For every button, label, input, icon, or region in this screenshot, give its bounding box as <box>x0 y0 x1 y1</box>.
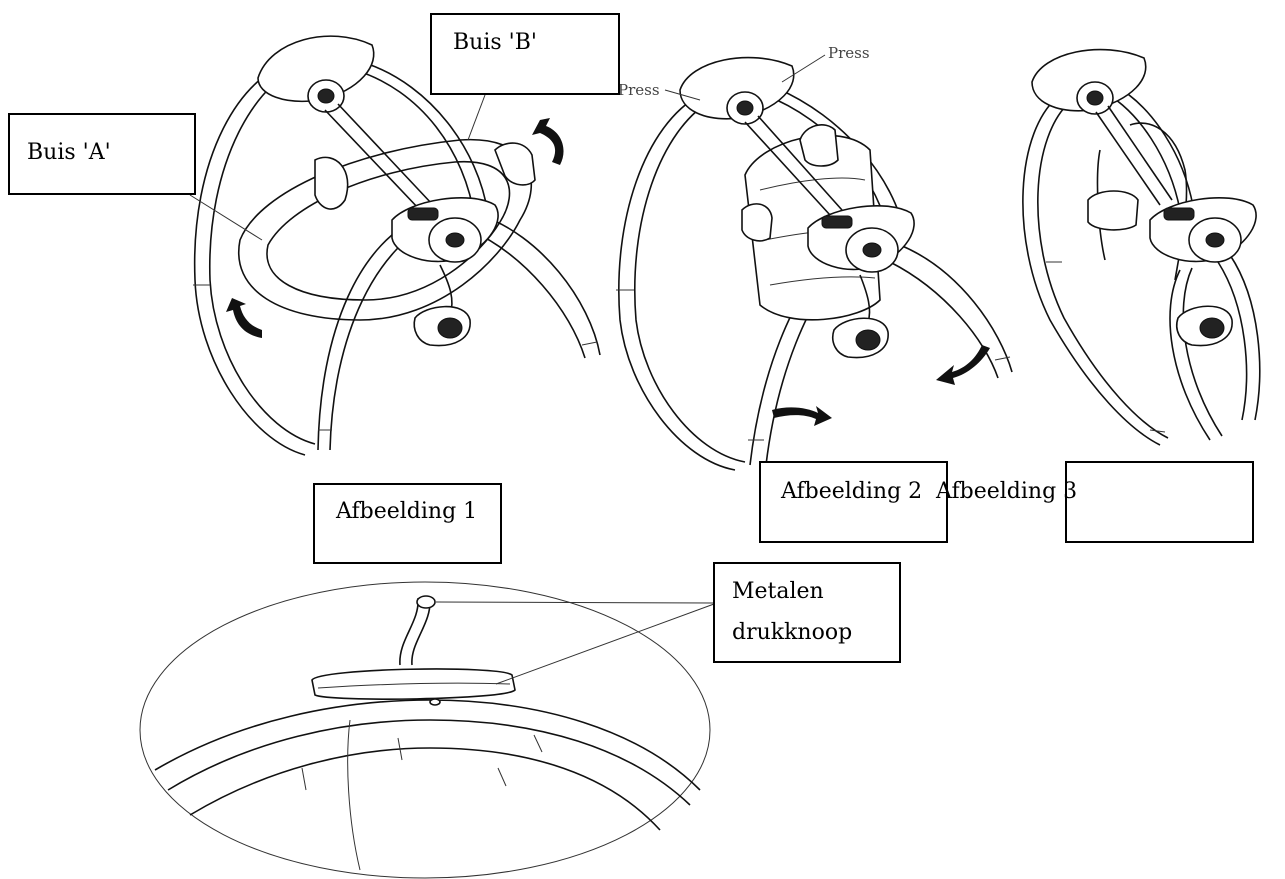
tube-a-leader-line <box>189 194 263 241</box>
metal-button-label-line2: drukknoop <box>732 620 853 645</box>
figure-3-label: Afbeelding 3 <box>936 479 1078 504</box>
figure-1-label: Afbeelding 1 <box>336 499 478 524</box>
tube-b-label-box <box>430 13 620 95</box>
press-right-leader-line <box>781 54 826 83</box>
tube-b-label: Buis 'B' <box>453 30 537 55</box>
figure-3-label-box <box>1065 461 1254 543</box>
metal-button-leader-top <box>435 601 715 604</box>
press-left-leader-line <box>664 89 701 101</box>
metal-button-leader-bottom <box>495 603 715 685</box>
figure-3-drawing <box>1022 48 1261 446</box>
figure-1-drawing <box>193 35 601 456</box>
tube-a-label-box <box>8 113 196 195</box>
detail-view-drawing <box>139 581 711 879</box>
curved-arrow-icon <box>936 345 990 385</box>
figure-2-label: Afbeelding 2 <box>781 479 923 504</box>
press-label-right: Press <box>828 44 870 62</box>
metal-button-label-box <box>713 562 901 663</box>
rotate-arrow-icon <box>532 118 564 165</box>
figure-2-drawing <box>616 56 1013 471</box>
figure-1-label-box <box>313 483 502 564</box>
tube-b-leader-line <box>467 94 486 141</box>
curved-arrow-icon <box>772 406 832 426</box>
tube-a-label: Buis 'A' <box>27 140 111 165</box>
press-label-left: Press <box>618 81 660 99</box>
metal-button-label-line1: Metalen <box>732 579 824 604</box>
rotate-arrow-icon <box>226 298 262 338</box>
figure-2-label-box <box>759 461 948 543</box>
